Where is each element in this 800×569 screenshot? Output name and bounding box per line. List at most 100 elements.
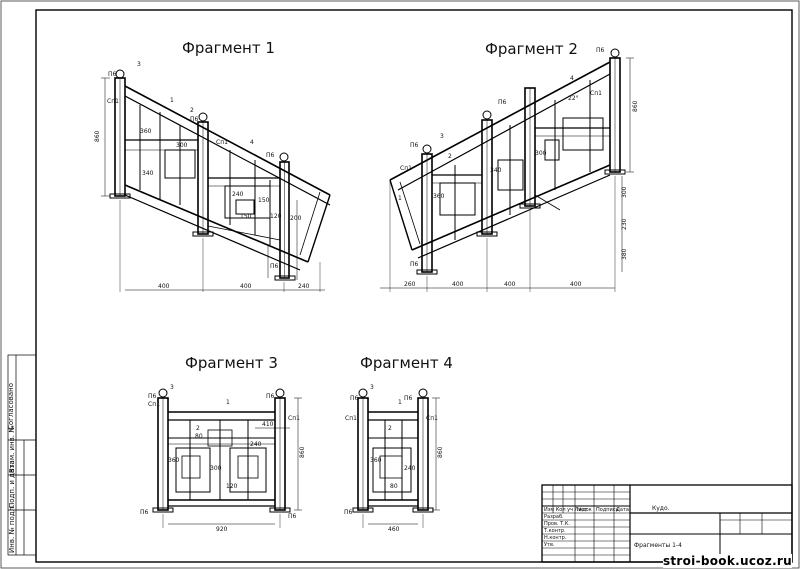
- fragment-1-callouts: 3 1 2 4 Сп1 Сп1 360 340 300 240 150 150 …: [107, 61, 302, 270]
- svg-text:3: 3: [137, 61, 141, 68]
- svg-text:150: 150: [240, 213, 252, 220]
- svg-text:1: 1: [226, 399, 230, 406]
- svg-text:Сп1: Сп1: [426, 415, 438, 422]
- fragment-4-title: Фрагмент 4: [360, 354, 453, 372]
- svg-text:Сп1: Сп1: [400, 165, 412, 172]
- title-row-3: Т.контр.: [543, 528, 566, 534]
- svg-text:240: 240: [250, 441, 262, 448]
- fragment-2-right-dim-0: 300: [621, 186, 628, 198]
- svg-text:П6: П6: [410, 142, 419, 149]
- svg-text:2: 2: [190, 107, 194, 114]
- svg-text:300: 300: [210, 465, 222, 472]
- title-row-2: Пров. Т.К.: [544, 521, 570, 527]
- svg-text:1: 1: [170, 97, 174, 104]
- svg-text:П6: П6: [404, 395, 413, 402]
- fragment-2-bottom-dim-0: 260: [404, 281, 416, 288]
- fragment-4-bottom-dim: 460: [388, 526, 400, 533]
- fragment-3-top-dim: 410: [262, 421, 274, 428]
- fragment-3-bottom-dim: 920: [216, 526, 228, 533]
- svg-text:Сп1: Сп1: [216, 139, 228, 146]
- svg-text:Сп1: Сп1: [288, 415, 300, 422]
- fragment-1-title: Фрагмент 1: [182, 39, 275, 57]
- svg-text:300: 300: [535, 150, 547, 157]
- fragment-1-bottom-dim-0: 400: [158, 283, 170, 290]
- title-row-1: Разраб.: [544, 514, 564, 520]
- title-block: [541, 484, 793, 563]
- side-strip: [7, 354, 37, 556]
- svg-text:80: 80: [390, 483, 398, 490]
- svg-text:4: 4: [570, 75, 574, 82]
- svg-text:3: 3: [370, 384, 374, 391]
- side-cell-2: Взам. инв. №: [8, 425, 16, 473]
- svg-text:3: 3: [440, 133, 444, 140]
- fragment-3-height-dim: 860: [299, 446, 306, 458]
- title-row-0: Изм Кол уч Лист: [544, 507, 587, 513]
- svg-text:150: 150: [258, 197, 270, 204]
- fragment-2-callouts: 3 1 2 4 Сп1 Сп1 22° 360 340 300 П6 П6 П6…: [398, 47, 605, 268]
- title-col-docnum: №док: [577, 507, 592, 513]
- svg-text:1: 1: [398, 195, 402, 202]
- svg-text:360: 360: [433, 193, 445, 200]
- title-row-5: Утв.: [544, 542, 555, 548]
- sheet-inner-frame: [35, 9, 793, 563]
- fragment-2-bottom-dim-1: 400: [452, 281, 464, 288]
- svg-text:120: 120: [270, 213, 282, 220]
- title-doc-name: Фрагменты 1-4: [634, 542, 682, 549]
- watermark: stroi-book.ucoz.ru: [662, 554, 792, 568]
- title-col-signature: Подпись: [596, 507, 619, 513]
- svg-text:2: 2: [448, 153, 452, 160]
- svg-text:П6: П6: [344, 509, 353, 516]
- fragment-3-drawing: [152, 388, 302, 528]
- svg-text:П6: П6: [266, 152, 275, 159]
- svg-text:П6: П6: [596, 47, 605, 54]
- fragment-2-right-dim-1: 230: [621, 218, 628, 230]
- svg-text:П6: П6: [410, 261, 419, 268]
- svg-text:120: 120: [226, 483, 238, 490]
- fragment-1-bottom-dim-2: 240: [298, 283, 310, 290]
- fragment-4-drawing: [352, 388, 440, 528]
- svg-text:300: 300: [176, 142, 188, 149]
- fragment-2-height-dim: 860: [632, 100, 639, 112]
- fragment-2-right-dim-2: 380: [621, 248, 628, 260]
- fragment-3-title: Фрагмент 3: [185, 354, 278, 372]
- svg-text:П6: П6: [140, 509, 149, 516]
- fragment-1-bottom-dim-1: 400: [240, 283, 252, 290]
- svg-text:П6: П6: [350, 395, 359, 402]
- svg-text:200: 200: [290, 215, 302, 222]
- svg-text:22°: 22°: [568, 95, 579, 102]
- side-cell-0: Инв. № подл.: [8, 505, 16, 553]
- svg-text:Сп1: Сп1: [107, 98, 119, 105]
- fragment-2-drawing: [380, 48, 634, 292]
- svg-text:4: 4: [250, 139, 254, 146]
- svg-text:340: 340: [142, 170, 154, 177]
- svg-text:П6: П6: [270, 263, 279, 270]
- svg-text:П6: П6: [266, 393, 275, 400]
- svg-text:240: 240: [404, 465, 416, 472]
- svg-text:Сп1: Сп1: [345, 415, 357, 422]
- svg-text:П6: П6: [288, 513, 297, 520]
- svg-text:П6: П6: [148, 393, 157, 400]
- svg-text:360: 360: [370, 457, 382, 464]
- svg-text:2: 2: [388, 425, 392, 432]
- title-row-4: Н.контр.: [544, 535, 567, 541]
- fragment-4-callouts: 1 2 3 Сп1 Сп1 360 240 80 П6 П6 П6: [344, 384, 438, 516]
- fragment-2-title: Фрагмент 2: [485, 40, 578, 58]
- svg-text:П6: П6: [190, 116, 199, 123]
- side-cell-1: Подп. и дата: [8, 460, 16, 508]
- fragment-2-bottom-dim-3: 400: [570, 281, 582, 288]
- svg-text:360: 360: [140, 128, 152, 135]
- svg-text:80: 80: [195, 433, 203, 440]
- fragment-1-height-dim: 860: [94, 130, 101, 142]
- svg-text:2: 2: [196, 425, 200, 432]
- svg-text:3: 3: [170, 384, 174, 391]
- svg-text:Сп1: Сп1: [148, 401, 160, 408]
- svg-text:340: 340: [490, 167, 502, 174]
- svg-text:360: 360: [168, 457, 180, 464]
- svg-text:Сп1: Сп1: [590, 90, 602, 97]
- fragment-3-callouts: 1 2 3 Сп1 Сп1 360 300 240 120 80 П6 П6 П…: [140, 384, 300, 520]
- fragment-4-height-dim: 860: [437, 446, 444, 458]
- svg-text:240: 240: [232, 191, 244, 198]
- fragment-2-bottom-dim-2: 400: [504, 281, 516, 288]
